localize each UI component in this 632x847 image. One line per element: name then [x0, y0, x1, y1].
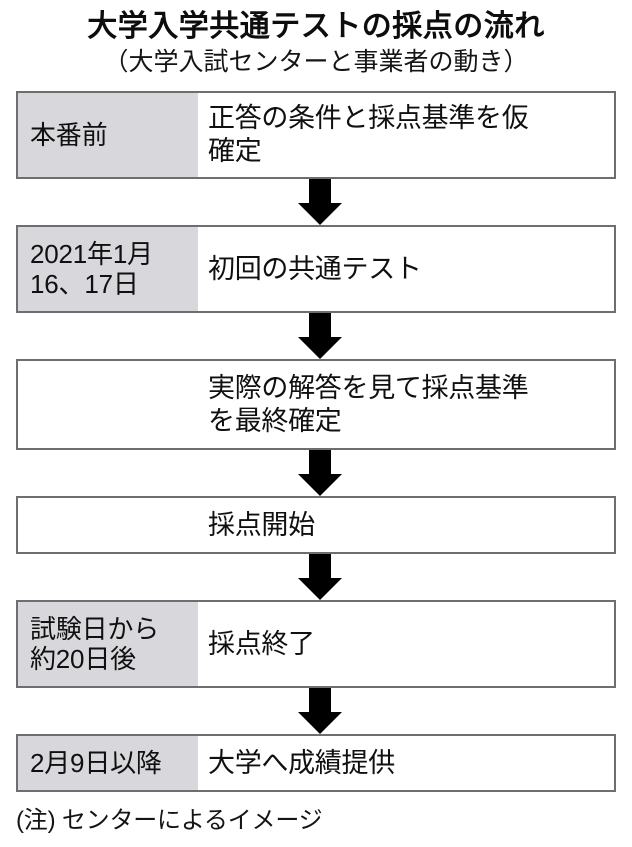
footnote: (注) センターによるイメージ [16, 807, 323, 834]
arrow-down-icon [298, 450, 342, 496]
flow-step: 2月9日以降 大学へ成績提供 [16, 734, 616, 792]
arrow-stem [309, 179, 331, 205]
flow-connector [16, 313, 616, 359]
step-label-cell: 2月9日以降 [18, 736, 198, 790]
flow-connector [16, 554, 616, 600]
step-label-cell: 試験日から 約20日後 [18, 602, 198, 686]
flow-step: 採点開始 [16, 496, 616, 554]
arrow-down-icon [298, 554, 342, 600]
flow-container: 本番前 正答の条件と採点基準を仮 確定 2021年1月 16、17日 初回の共通… [16, 91, 616, 792]
step-body-text: 採点終了 [208, 628, 315, 659]
step-body-text: 正答の条件と採点基準を仮 確定 [208, 103, 529, 166]
step-label-text: 本番前 [30, 120, 108, 150]
arrow-stem [309, 688, 331, 714]
arrow-head [298, 578, 342, 600]
chart-subtitle: （大学入試センターと事業者の動き） [103, 48, 529, 76]
step-body-text: 初回の共通テスト [208, 253, 422, 284]
step-body-cell: 採点終了 [198, 602, 614, 686]
arrow-head [298, 203, 342, 225]
step-body-cell: 実際の解答を見て採点基準 を最終確定 [198, 361, 614, 448]
arrow-stem [309, 450, 331, 476]
step-body-text: 大学へ成績提供 [208, 747, 395, 778]
step-label-text: 2月9日以降 [30, 748, 162, 778]
step-body-cell: 初回の共通テスト [198, 227, 614, 311]
step-body-cell: 大学へ成績提供 [198, 736, 614, 790]
step-label-cell: 本番前 [18, 93, 198, 177]
step-label-cell: 2021年1月 16、17日 [18, 227, 198, 311]
flow-step: 2021年1月 16、17日 初回の共通テスト [16, 225, 616, 313]
arrow-stem [309, 313, 331, 339]
heading-block: 大学入学共通テストの採点の流れ （大学入試センターと事業者の動き） [0, 0, 632, 79]
flow-step: 本番前 正答の条件と採点基準を仮 確定 [16, 91, 616, 179]
arrow-head [298, 712, 342, 734]
chart-title: 大学入学共通テストの採点の流れ [87, 10, 545, 43]
step-label-text: 2021年1月 16、17日 [30, 239, 153, 299]
step-body-cell: 採点開始 [198, 498, 614, 552]
step-label-cell [18, 361, 198, 448]
step-label-text: 試験日から 約20日後 [30, 614, 160, 674]
step-label-cell [18, 498, 198, 552]
flow-step: 実際の解答を見て採点基準 を最終確定 [16, 359, 616, 450]
arrow-stem [309, 554, 331, 580]
step-body-text: 採点開始 [208, 509, 315, 540]
arrow-head [298, 474, 342, 496]
flow-step: 試験日から 約20日後 採点終了 [16, 600, 616, 688]
arrow-down-icon [298, 688, 342, 734]
arrow-head [298, 337, 342, 359]
arrow-down-icon [298, 179, 342, 225]
flow-connector [16, 450, 616, 496]
step-body-cell: 正答の条件と採点基準を仮 確定 [198, 93, 614, 177]
step-body-text: 実際の解答を見て採点基準 を最終確定 [208, 372, 529, 436]
arrow-down-icon [298, 313, 342, 359]
flow-connector [16, 688, 616, 734]
flow-connector [16, 179, 616, 225]
